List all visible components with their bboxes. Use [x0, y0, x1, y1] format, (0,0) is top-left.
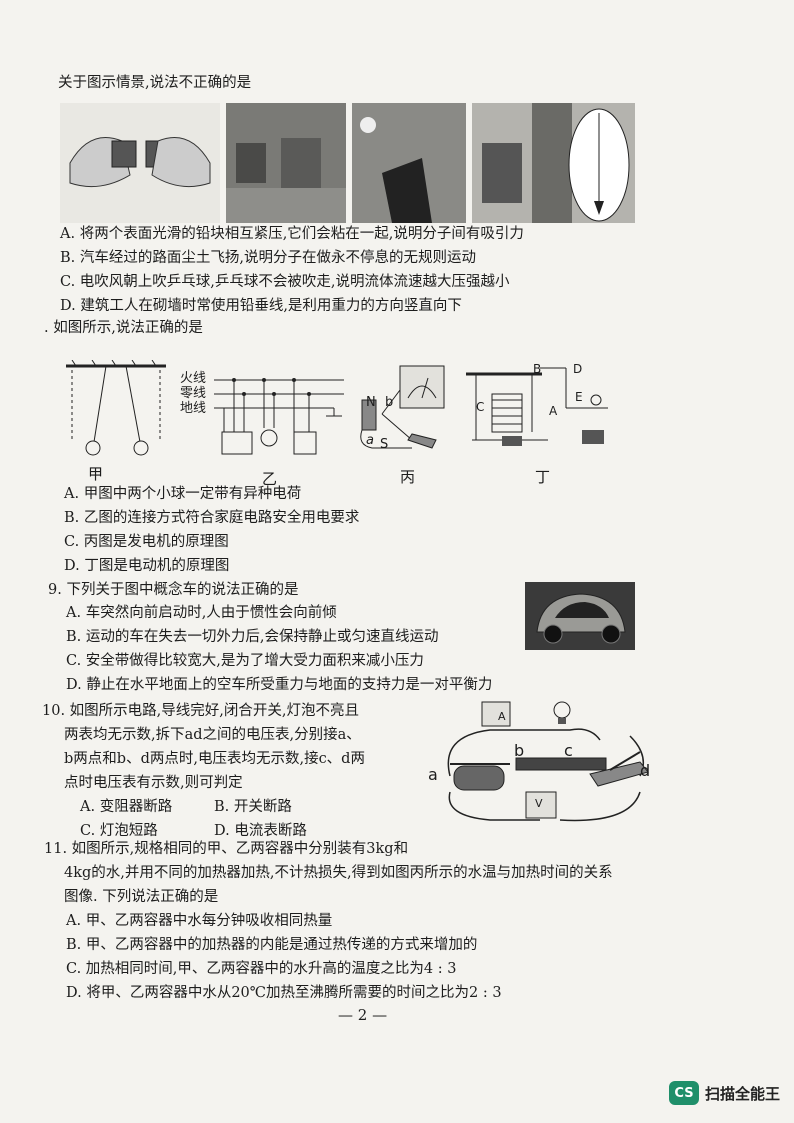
bing-label-n: N [366, 395, 376, 410]
bing-label-b: b [385, 395, 394, 410]
hair-dryer-ping-pong-photo [352, 103, 466, 223]
scanner-watermark: CS 扫描全能王 [668, 1081, 780, 1105]
q11-stem-line-1: 11. 如图所示,规格相同的甲、乙两容器中分别装有3kg和 [44, 841, 409, 857]
figure-label-bing: 丙 [400, 468, 416, 486]
ding-label-c: C [476, 400, 485, 414]
q9-option-c: C. 安全带做得比较宽大,是为了增大受力面积来减小压力 [66, 653, 424, 669]
camscanner-logo-icon: CS [668, 1081, 699, 1105]
q8-option-d: D. 丁图是电动机的原理图 [64, 558, 230, 574]
q10-stem-line-1: 10. 如图所示电路,导线完好,闭合开关,灯泡不亮且 [42, 703, 359, 719]
point-label-d: d [640, 761, 651, 780]
q9-stem: 9. 下列关于图中概念车的说法正确的是 [48, 582, 299, 598]
plumb-line-photo [472, 103, 635, 223]
q7-option-d: D. 建筑工人在砌墙时常使用铅垂线,是利用重力的方向竖直向下 [60, 298, 462, 314]
wire-label-live: 火线 [180, 371, 207, 386]
figure-label-ding: 丁 [535, 468, 551, 486]
q7-stem: 关于图示情景,说法不正确的是 [58, 75, 252, 91]
q8-option-a: A. 甲图中两个小球一定带有异种电荷 [64, 486, 302, 502]
q11-option-a: A. 甲、乙两容器中水每分钟吸收相同热量 [66, 913, 333, 929]
bing-label-s: S [380, 437, 389, 452]
point-label-c: c [564, 741, 573, 760]
ding-label-a: A [549, 404, 558, 418]
page-number: — 2 — [338, 1006, 388, 1024]
q9-option-a: A. 车突然向前启动时,人由于惯性会向前倾 [66, 605, 337, 621]
lead-blocks-illustration [60, 103, 220, 223]
q11-stem-line-3: 图像. 下列说法正确的是 [64, 889, 219, 905]
q10-stem-line-2: 两表均无示数,拆下ad之间的电压表,分别接a、 [64, 727, 361, 743]
q8-stem: . 如图所示,说法正确的是 [44, 320, 203, 336]
point-label-b: b [514, 741, 525, 760]
ding-label-e: E [575, 390, 583, 404]
q10-stem-line-3: b两点和b、d两点时,电压表均无示数,接c、d两 [64, 751, 365, 767]
q9-option-b: B. 运动的车在失去一切外力后,会保持静止或匀速直线运动 [66, 629, 439, 645]
figure-label-yi: 乙 [262, 470, 278, 488]
q11-option-b: B. 甲、乙两容器中的加热器的内能是通过热传递的方式来增加的 [66, 937, 478, 953]
figure-bing-generator [360, 365, 445, 449]
q9-option-d: D. 静止在水平地面上的空车所受重力与地面的支持力是一对平衡力 [66, 677, 493, 693]
q7-option-b: B. 汽车经过的路面尘土飞扬,说明分子在做永不停息的无规则运动 [60, 250, 476, 266]
wire-label-ground: 地线 [180, 401, 207, 416]
q11-option-c: C. 加热相同时间,甲、乙两容器中的水升高的温度之比为4 : 3 [66, 961, 457, 977]
figure-jia-pendulum [66, 360, 166, 456]
q10-option-a: A. 变阻器断路 [80, 799, 173, 815]
figure-yi-household-circuit [214, 378, 344, 455]
ammeter-label: A [498, 710, 506, 723]
q10-stem-line-4: 点时电压表有示数,则可判定 [64, 775, 243, 791]
q8-option-c: C. 丙图是发电机的原理图 [64, 534, 229, 550]
figure-ding-relay [466, 367, 608, 446]
ding-label-b: B [533, 362, 542, 376]
q10-option-b: B. 开关断路 [214, 799, 292, 815]
q11-option-d: D. 将甲、乙两容器中水从20℃加热至沸腾所需要的时间之比为2 : 3 [66, 985, 502, 1001]
bing-label-a: a [366, 433, 374, 448]
point-label-a: a [428, 765, 438, 784]
wire-label-neutral: 零线 [180, 386, 207, 401]
q8-option-b: B. 乙图的连接方式符合家庭电路安全用电要求 [64, 510, 360, 526]
dusty-road-photo [226, 103, 346, 223]
q7-option-c: C. 电吹风朝上吹乒乓球,乒乓球不会被吹走,说明流体流速越大压强越小 [60, 274, 510, 290]
concept-car-photo [525, 582, 635, 650]
q11-stem-line-2: 4kg的水,并用不同的加热器加热,不计热损失,得到如图丙所示的水温与加热时间的关… [64, 865, 613, 881]
q7-option-a: A. 将两个表面光滑的铅块相互紧压,它们会粘在一起,说明分子间有吸引力 [60, 226, 524, 242]
q10-circuit-diagram [447, 701, 649, 822]
ding-label-d: D [573, 362, 583, 376]
voltmeter-label: V [535, 797, 543, 810]
scanner-brand-name: 扫描全能王 [704, 1084, 780, 1103]
q10-option-c: C. 灯泡短路 [80, 823, 158, 839]
figure-label-jia: 甲 [88, 465, 104, 483]
q10-option-d: D. 电流表断路 [214, 823, 307, 839]
